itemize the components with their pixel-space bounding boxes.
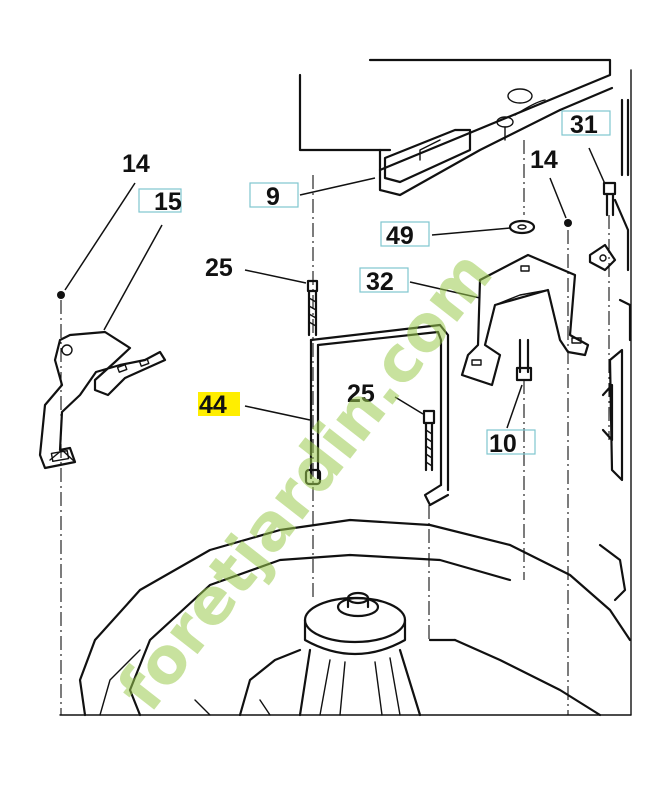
callout-15: 15	[138, 188, 182, 216]
part-label: 10	[489, 430, 517, 458]
callout-frame	[561, 110, 611, 136]
callout-32: 32	[359, 267, 409, 296]
callout-44: 44	[198, 391, 240, 419]
part-label: 15	[154, 188, 182, 216]
callout-highlight	[198, 392, 240, 416]
right-side-parts	[588, 98, 632, 482]
callout-25-lower: 25	[347, 380, 375, 408]
frame-rail-part	[298, 58, 614, 197]
leader-lines	[64, 147, 606, 429]
callout-frame	[249, 182, 299, 208]
callout-10: 10	[486, 429, 536, 458]
part-label: 49	[386, 222, 414, 250]
mower-deck-part	[78, 518, 632, 717]
assembly-centerlines	[60, 140, 610, 715]
callout-14-right: 14	[530, 146, 558, 174]
callout-9: 9	[249, 182, 299, 211]
part-label: 31	[570, 111, 598, 139]
part-label: 25	[347, 380, 375, 408]
part-label: 32	[366, 268, 394, 296]
callout-49: 49	[380, 221, 430, 250]
callout-14-left: 14	[122, 150, 150, 178]
drawing-border	[59, 69, 632, 716]
hanger-bracket-part	[460, 219, 590, 387]
callout-frame	[359, 267, 409, 293]
part-label: 14	[530, 146, 558, 174]
callout-31: 31	[561, 110, 611, 139]
mounting-bracket-part	[38, 291, 167, 470]
part-label: 25	[205, 254, 233, 282]
part-label: 9	[266, 183, 280, 211]
callout-frame	[380, 221, 430, 247]
part-label: 14	[122, 150, 150, 178]
part-label: 44	[199, 391, 227, 419]
callout-frame	[138, 188, 182, 213]
callout-frame	[486, 429, 536, 455]
callout-25-upper: 25	[205, 254, 233, 282]
